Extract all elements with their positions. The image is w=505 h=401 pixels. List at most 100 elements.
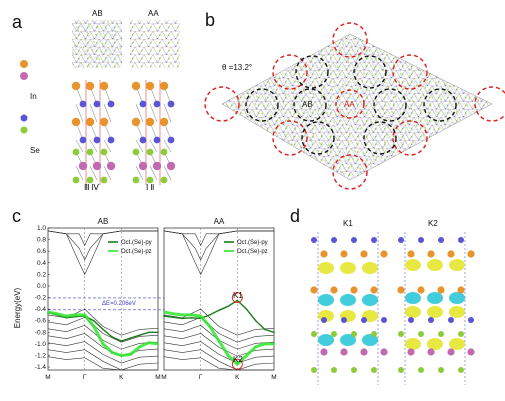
atom: [448, 317, 454, 323]
black-region-circle: [373, 88, 407, 122]
panel-a-label-ab: AB: [92, 9, 103, 18]
bond: [75, 139, 84, 153]
plot-title: AB: [98, 217, 109, 226]
se-atom: [107, 100, 115, 108]
isosurface-yellow: [340, 262, 356, 274]
band-line: [163, 341, 275, 364]
panel-d-label-k1: K1: [343, 219, 353, 228]
atom-legend: In Se: [20, 60, 40, 155]
series-point: [245, 354, 248, 357]
bond: [135, 139, 144, 153]
se-atom: [86, 176, 94, 184]
series-point: [83, 314, 86, 316]
atom: [350, 286, 358, 294]
in-atom-legend-pink: [20, 72, 28, 80]
bond: [149, 165, 158, 181]
se-atom: [107, 136, 115, 144]
atom: [437, 286, 445, 294]
atom: [341, 317, 347, 323]
legend-label: Oct.(Se)-py: [121, 240, 152, 246]
black-region-circle: [295, 55, 329, 89]
atom: [360, 250, 368, 258]
black-region-circle: [245, 88, 279, 122]
x-tick-label: M: [161, 374, 166, 381]
bond: [149, 103, 158, 123]
atom: [417, 286, 425, 294]
x-tick-label: Γ: [83, 374, 87, 381]
band-line: [163, 230, 274, 247]
bond: [103, 103, 112, 123]
in-atom: [166, 161, 176, 171]
series-point: [264, 328, 266, 331]
series-point: [129, 337, 132, 339]
series-point: [111, 351, 113, 354]
x-tick-label: K: [235, 374, 240, 381]
atom: [398, 367, 404, 373]
isosurface-yellow: [405, 259, 421, 271]
series-point: [148, 341, 150, 344]
in-atom: [138, 161, 148, 171]
se-atom: [72, 148, 80, 156]
isosurface-yellow: [427, 259, 443, 271]
panel-a-bottom-label-ab: Ⅲ Ⅳ: [84, 183, 100, 192]
isosurface-cyan: [449, 292, 465, 304]
atom: [458, 331, 464, 337]
series-point: [254, 319, 257, 322]
isosurface-yellow: [405, 306, 421, 318]
atom: [407, 348, 415, 356]
aa-side-view: [131, 80, 176, 185]
atom: [340, 348, 348, 356]
se-atom: [139, 136, 147, 144]
bond: [103, 165, 112, 181]
series-point: [102, 328, 104, 331]
series-point: [56, 312, 58, 315]
moire-ab-label: AB: [302, 100, 313, 109]
y-tick-label: -1.0: [35, 341, 47, 348]
series-point: [111, 336, 113, 338]
series-point: [65, 315, 68, 317]
k1-label: K1: [233, 291, 243, 300]
atom: [361, 317, 367, 323]
in-atom-legend-orange: [20, 60, 28, 68]
se-atom-legend-blue: [20, 114, 28, 122]
atom: [311, 367, 317, 373]
atom: [438, 237, 444, 243]
series-point: [181, 314, 184, 316]
atom: [320, 348, 328, 356]
series-point: [138, 334, 141, 337]
x-tick-label: M: [155, 374, 160, 381]
moire-region-circles: [204, 22, 505, 190]
panel-d-letter: d: [290, 206, 300, 226]
panel-a-letter: a: [12, 12, 23, 32]
band-line: [47, 325, 159, 350]
panel-a-bottom-label-aa: Ⅰ Ⅱ: [146, 183, 154, 192]
y-tick-label: -1.4: [35, 364, 47, 371]
se-atom: [132, 148, 140, 156]
series-point: [209, 325, 211, 328]
atom: [418, 237, 424, 243]
in-atom: [106, 161, 116, 171]
bond: [163, 165, 172, 181]
in-atom: [145, 81, 155, 91]
legend-label: Oct.(Se)-py: [237, 240, 268, 246]
panel-a: a AB AA In Se Ⅲ Ⅳ Ⅰ Ⅱ: [12, 9, 180, 192]
in-atom: [152, 161, 162, 171]
band-line: [163, 349, 275, 371]
red-region-circle: [474, 86, 505, 122]
red-region-circle: [392, 54, 428, 90]
atom: [467, 348, 475, 356]
atom: [398, 331, 404, 337]
atom: [310, 286, 318, 294]
series-point: [218, 340, 220, 342]
in-atom: [78, 161, 88, 171]
charge-density-k1: [310, 232, 388, 385]
red-region-circle: [392, 120, 428, 156]
band-line: [47, 349, 159, 371]
series-point: [236, 299, 239, 302]
series-point: [181, 317, 184, 320]
panel-d-label-k2: K2: [428, 219, 438, 228]
panel-b: b θ =13.2° AB AA: [204, 10, 505, 190]
series-point: [102, 343, 104, 345]
aa-region-circle: [335, 89, 365, 119]
